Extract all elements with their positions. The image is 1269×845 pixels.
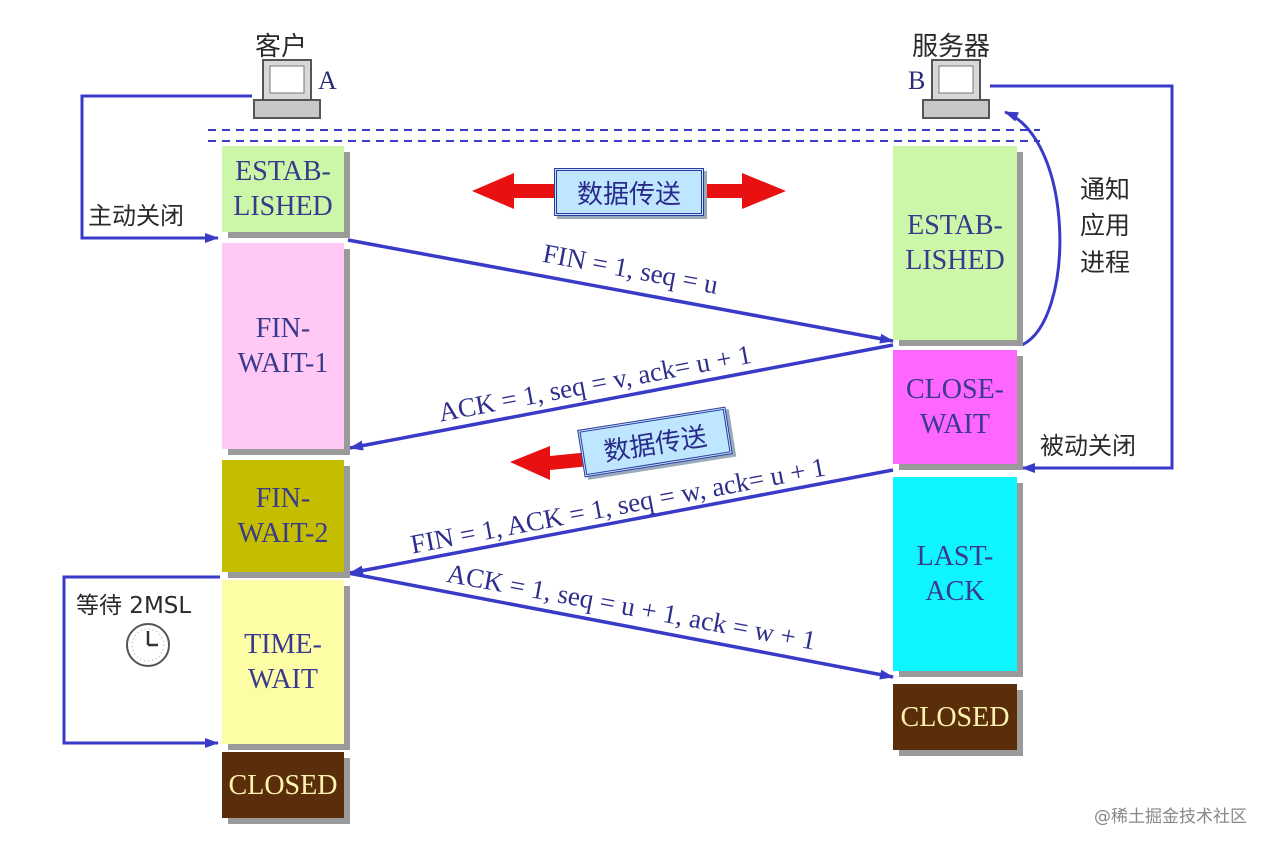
- active-close-arrow: [80, 94, 252, 243]
- wait-2msl-label: 等待 2MSL: [76, 593, 192, 619]
- client-state-fin-wait-2: FIN- WAIT-2: [222, 460, 344, 572]
- server-state-established: ESTAB- LISHED: [893, 146, 1017, 340]
- fin1-arrow: [347, 238, 894, 344]
- ack1-arrow: [349, 343, 894, 451]
- wait-2msl-arrow: [62, 575, 220, 748]
- server-computer-icon: [922, 59, 990, 119]
- clock-icon: [126, 623, 170, 667]
- server-title: 服务器: [912, 32, 991, 62]
- passive-close-label: 被动关闭: [1040, 432, 1136, 460]
- client-state-closed: CLOSED: [222, 752, 344, 818]
- data-transfer-label-top: 数据传送: [554, 168, 704, 216]
- ack2-arrow: [347, 571, 894, 680]
- server-state-last-ack: LAST- ACK: [893, 477, 1017, 671]
- client-state-time-wait: TIME- WAIT: [222, 580, 344, 744]
- client-title: 客户: [255, 32, 308, 62]
- client-state-fin-wait-1: FIN- WAIT-1: [222, 243, 344, 449]
- active-close-label: 主动关闭: [88, 202, 184, 230]
- client-computer-icon: [253, 59, 321, 119]
- notify-app-label: 通知 应用 进程: [1080, 175, 1131, 277]
- passive-close-arrow: [990, 84, 1174, 473]
- notify-app-arrow: [1004, 110, 1062, 347]
- host-a-label: A: [318, 66, 337, 95]
- watermark: @稀土掘金技术社区: [1094, 807, 1247, 827]
- client-state-established: ESTAB- LISHED: [222, 146, 344, 232]
- server-state-closed: CLOSED: [893, 684, 1017, 750]
- data-transfer-left-arrow: [510, 446, 590, 480]
- fin2-arrow: [349, 468, 894, 576]
- host-b-label: B: [908, 66, 926, 95]
- server-state-close-wait: CLOSE- WAIT: [893, 350, 1017, 464]
